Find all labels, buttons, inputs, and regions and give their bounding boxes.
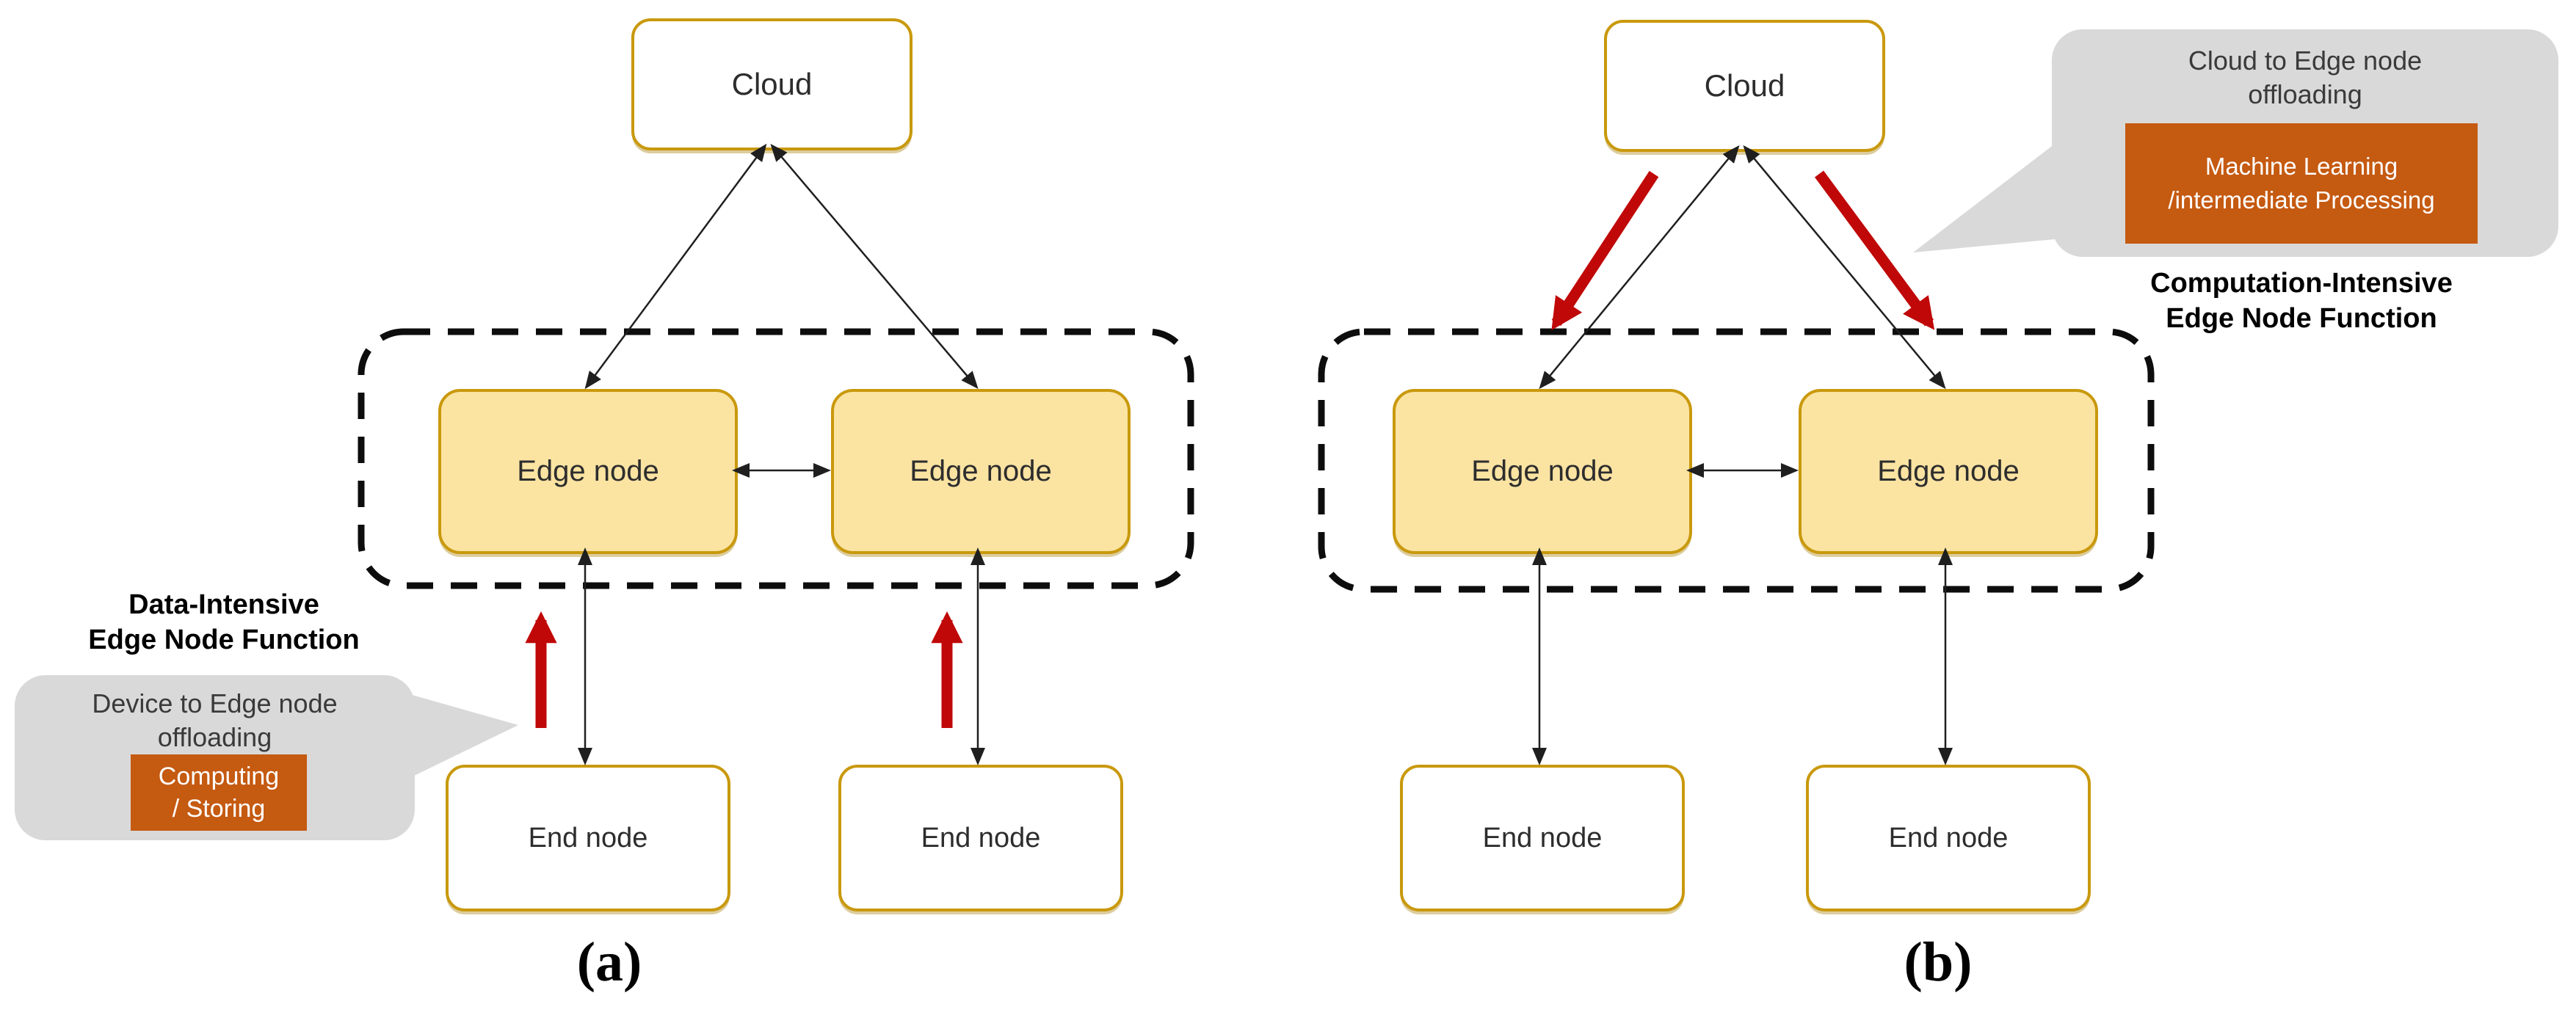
edge-node-a1: Edge node <box>438 389 738 554</box>
end-node-b1: End node <box>1400 765 1685 911</box>
edge-node-b2-label: Edge node <box>1877 455 2020 487</box>
function-label-b-line1: Computation-Intensive <box>2150 268 2453 299</box>
offload-tag-a-line2: / Storing <box>172 795 266 823</box>
speech-bubble-b-line1: Cloud to Edge node <box>2188 45 2423 76</box>
end-node-b2: End node <box>1806 765 2091 911</box>
cloud-node-b: Cloud <box>1604 20 1885 152</box>
edge-node-b1-label: Edge node <box>1471 455 1614 487</box>
function-label-b-line2: Edge Node Function <box>2166 303 2437 334</box>
speech-bubble-b-line2: offloading <box>2248 79 2362 109</box>
red-offload-arrow-b2 <box>1814 170 1935 330</box>
speech-bubble-b-tail <box>1913 144 2055 252</box>
speech-bubble-a-line2: offloading <box>157 722 272 752</box>
end-node-b1-label: End node <box>1482 822 1603 853</box>
caption-b: (b) <box>1904 931 1973 993</box>
function-label-a-line2: Edge Node Function <box>88 625 360 655</box>
speech-bubble-b: Cloud to Edge node offloading Machine Le… <box>2052 29 2558 257</box>
offload-tag-b-line2: /intermediate Processing <box>2168 186 2435 214</box>
cloud-node-a: Cloud <box>631 18 913 150</box>
speech-bubble-b-text: Cloud to Edge node offloading <box>2052 44 2558 112</box>
offload-tag-b-line1: Machine Learning <box>2205 153 2398 180</box>
cloud-node-b-label: Cloud <box>1704 68 1785 103</box>
offload-tag-a-line1: Computing <box>158 762 280 790</box>
edge-node-a2-label: Edge node <box>910 455 1052 487</box>
speech-bubble-a: Device to Edge node offloading Computing… <box>15 675 415 840</box>
arrow-cloud-edge1-a <box>584 143 767 390</box>
end-node-b2-label: End node <box>1888 822 2009 853</box>
end-node-a1-label: End node <box>528 822 648 853</box>
function-label-a-line1: Data-Intensive <box>128 589 319 620</box>
end-node-a1: End node <box>446 765 730 911</box>
end-node-a2: End node <box>838 765 1123 911</box>
edge-node-b2: Edge node <box>1799 389 2098 554</box>
function-label-a: Data-Intensive Edge Node Function <box>40 587 407 658</box>
function-label-b: Computation-Intensive Edge Node Function <box>2114 266 2489 336</box>
edge-node-b1: Edge node <box>1393 389 1692 554</box>
offload-tag-b: Machine Learning /intermediate Processin… <box>2125 123 2478 244</box>
edge-node-a1-label: Edge node <box>517 455 659 487</box>
arrow-cloud-edge2-b <box>1743 145 1946 390</box>
cloud-node-a-label: Cloud <box>731 67 813 101</box>
end-node-a2-label: End node <box>921 822 1041 853</box>
arrow-cloud-edge1-b <box>1539 145 1740 390</box>
arrow-cloud-edge2-a <box>770 143 979 390</box>
offload-tag-a: Computing / Storing <box>131 754 307 831</box>
edge-node-a2: Edge node <box>831 389 1131 554</box>
speech-bubble-a-text: Device to Edge node offloading <box>15 687 415 754</box>
red-offload-arrow-b1 <box>1551 170 1659 331</box>
caption-a: (a) <box>576 931 642 993</box>
speech-bubble-a-line1: Device to Edge node <box>92 688 338 718</box>
